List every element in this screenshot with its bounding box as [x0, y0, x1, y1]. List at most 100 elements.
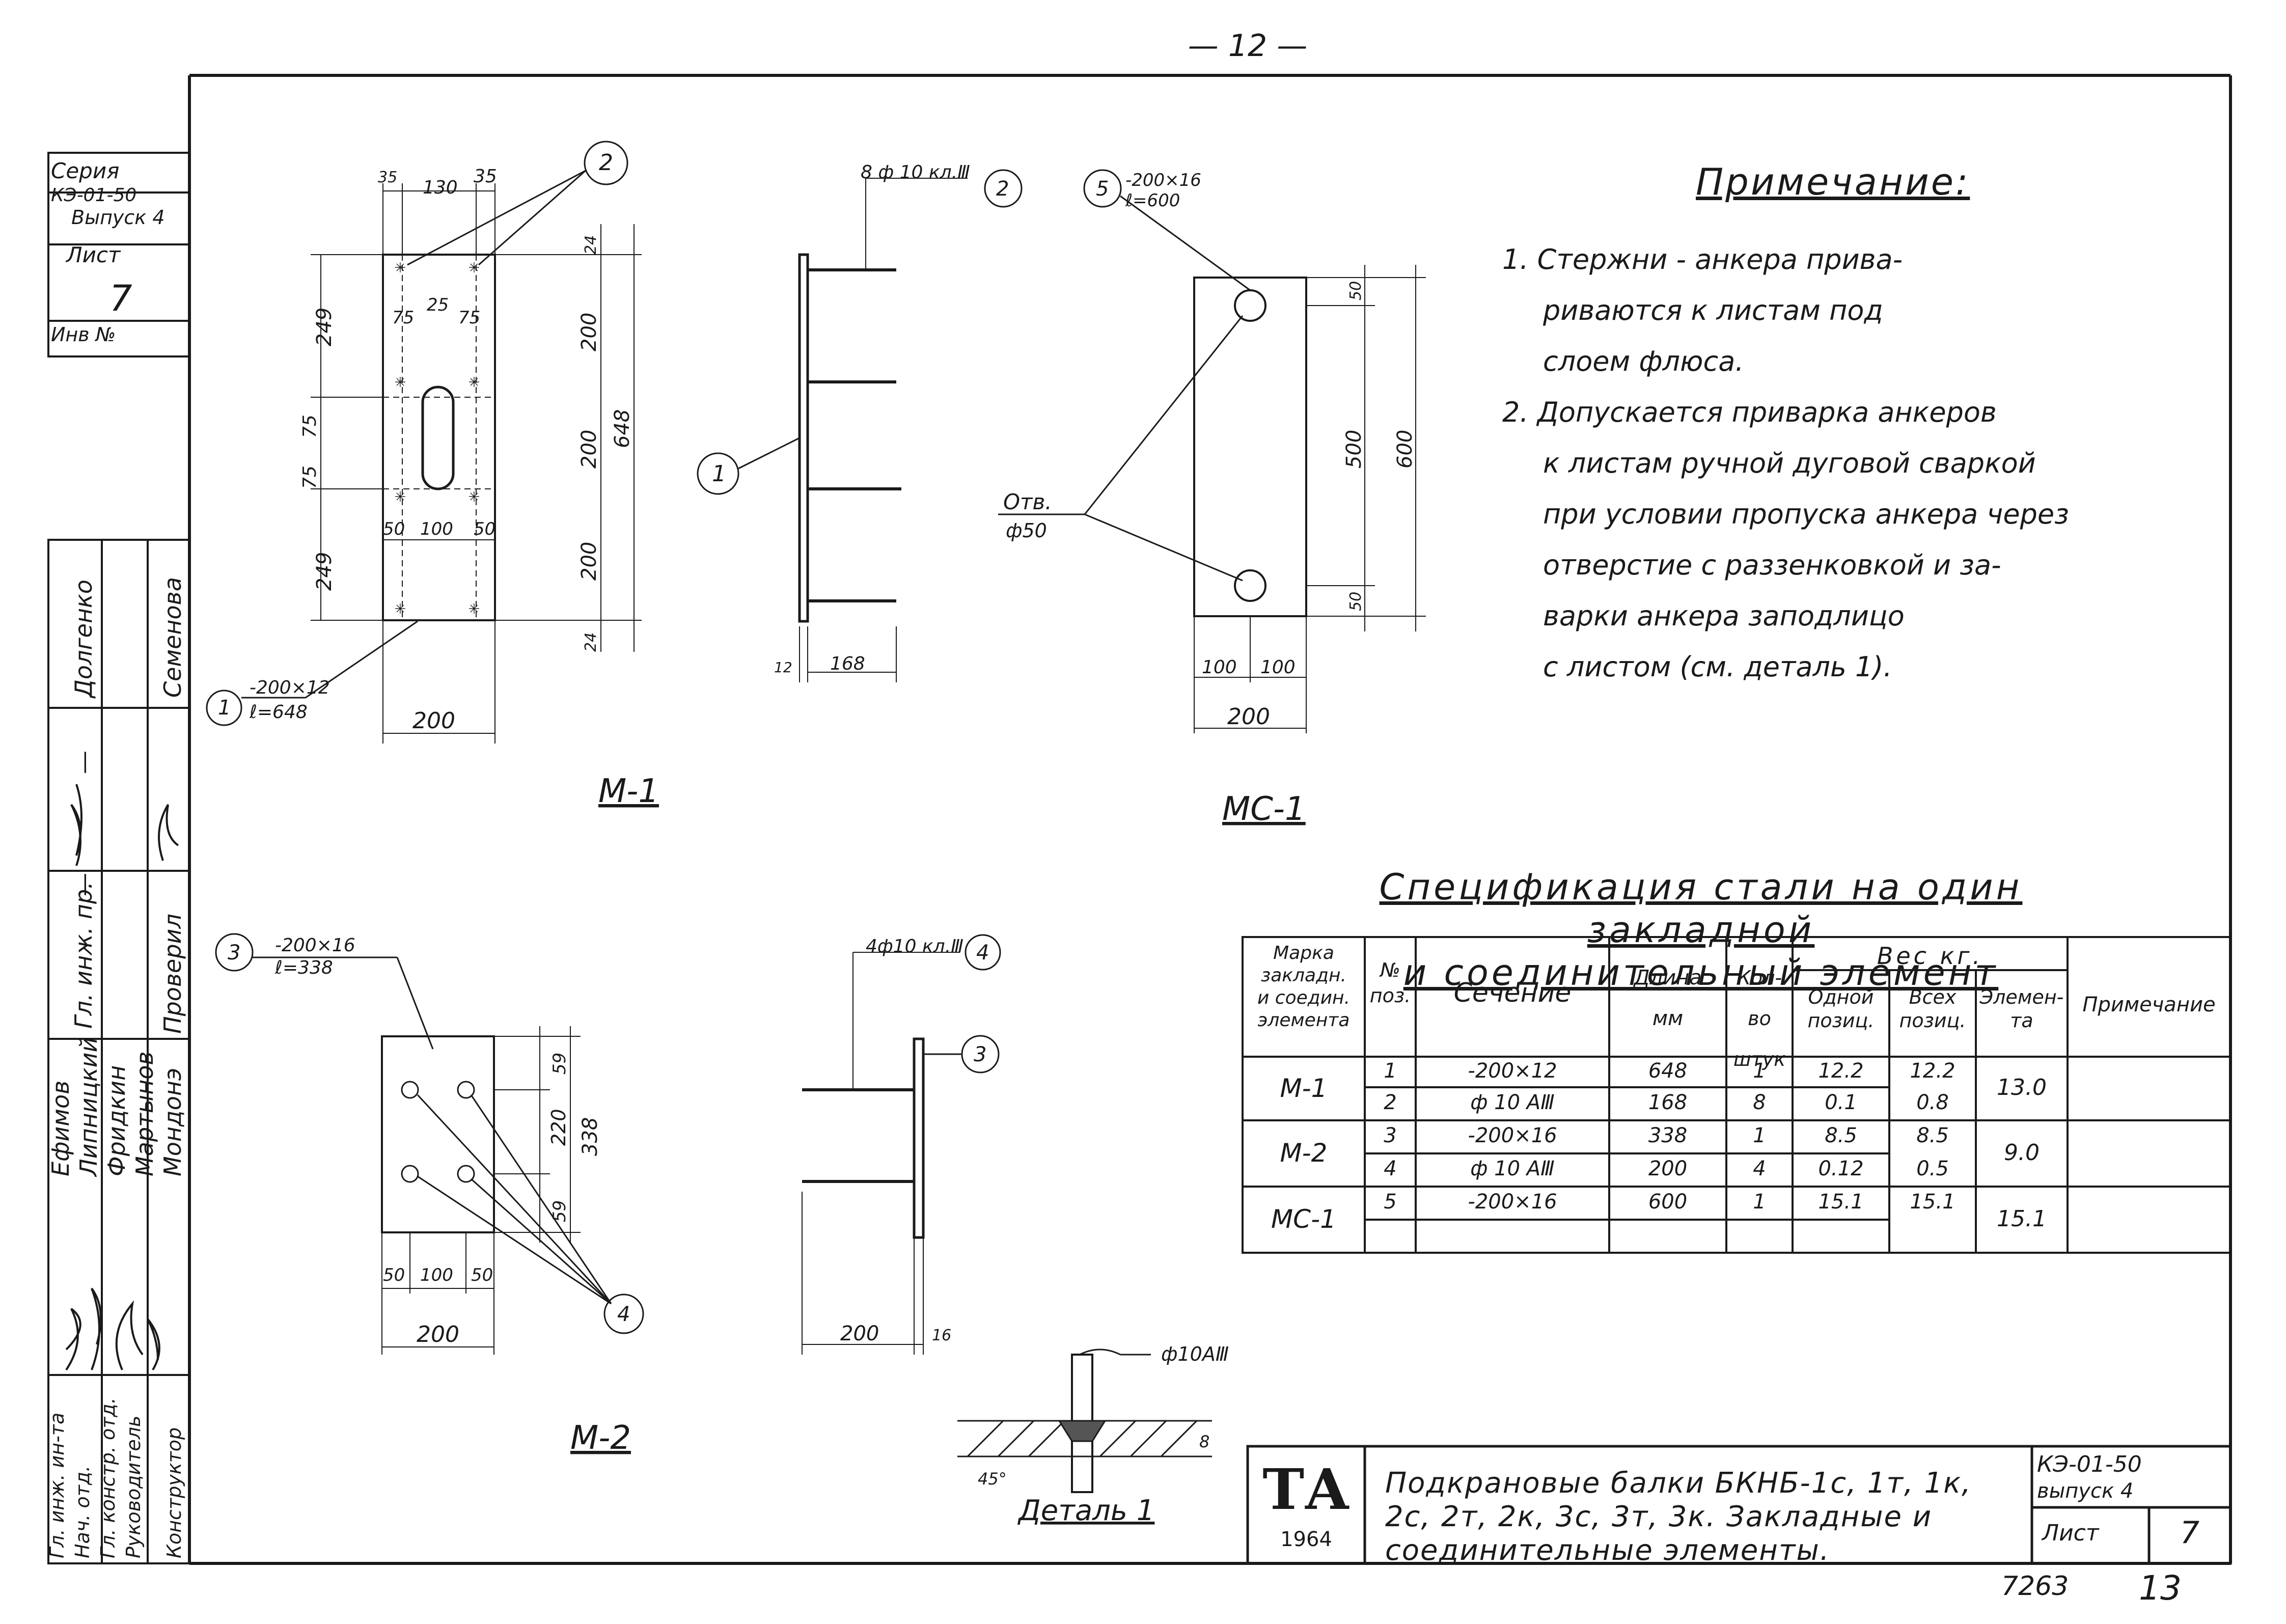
cell-length: 200 — [1648, 1157, 1688, 1180]
dim-text: 75 — [299, 465, 320, 489]
dim-text: 168 — [830, 653, 865, 674]
inventory-label: Инв № — [51, 323, 116, 346]
plate-label: -200×12 — [250, 677, 330, 698]
note-line: с листом (см. деталь 1). — [1543, 651, 1892, 683]
dim-text: 75 — [392, 308, 414, 328]
cell-count: 1 — [1753, 1059, 1766, 1083]
header-one: позиц. — [1807, 1009, 1875, 1032]
plate-length: ℓ=338 — [274, 957, 333, 978]
title-block-grid — [1246, 1445, 2232, 1565]
m2-plan-view: 3 -200×16 ℓ=338 4 59 220 59 338 50 100 5… — [215, 933, 644, 1457]
stamp-name: Долгенко — [70, 580, 97, 699]
m1-plan-view: ✳ ✳ ✳ ✳ ✳ ✳ ✳ ✳ — [206, 141, 659, 810]
hole-diameter: ф50 — [1006, 519, 1047, 542]
hole-label: Отв. — [1003, 489, 1052, 514]
anchor-mark: ✳ — [469, 485, 480, 506]
cell-count: 4 — [1753, 1157, 1766, 1180]
cell-all: 15.1 — [1910, 1190, 1956, 1214]
dim-text: 12 — [774, 659, 792, 676]
cell-one: 0.1 — [1825, 1091, 1857, 1114]
plate-length: ℓ=600 — [1125, 190, 1180, 211]
m2-plate — [381, 1035, 495, 1233]
group-mark: М-2 — [1280, 1138, 1328, 1168]
dim-text: 24 — [582, 235, 600, 255]
view-label-mc1: МС-1 — [1222, 790, 1306, 828]
cell-section: -200×16 — [1468, 1190, 1557, 1214]
issue-label: Выпуск 4 — [71, 206, 165, 229]
header-mark: и соедин. — [1257, 987, 1351, 1008]
dim-text: 249 — [313, 308, 336, 346]
dim-text: 50 — [1347, 281, 1365, 300]
pos-marker: 1 — [218, 696, 231, 720]
notes-list: 1. Стержни - анкера прива- риваются к ли… — [1502, 234, 2241, 693]
stamp-name: Липницкий — [75, 1037, 102, 1177]
side-stamp: Серия КЭ-01-50 Выпуск 4 Лист 7 Инв № Дол… — [46, 152, 190, 1564]
anchor-mark: ✳ — [469, 256, 480, 277]
stamp-role: Конструктор — [163, 1427, 185, 1558]
detail-bar-label: ф10АⅢ — [1161, 1343, 1229, 1365]
dim-text: 249 — [313, 552, 336, 591]
dim-text: 200 — [577, 313, 601, 351]
dim-text: 59 — [549, 1053, 570, 1075]
spec-title: Спецификация стали на один закладной и с… — [1293, 866, 2108, 994]
note-line: варки анкера заподлицо — [1543, 600, 1905, 632]
detail-label: Деталь 1 — [1017, 1494, 1154, 1527]
dim-text: 75 — [299, 415, 320, 438]
anchor-mark: ✳ — [469, 371, 480, 392]
cell-one: 15.1 — [1818, 1190, 1864, 1214]
mc1-plan-view: 5 -200×16 ℓ=600 Отв. ф50 50 500 50 600 1… — [998, 169, 1426, 828]
header-note: Примечание — [2082, 993, 2216, 1016]
m1-plate — [382, 254, 496, 621]
plate-length: ℓ=648 — [249, 702, 308, 723]
cell-all: 12.2 — [1910, 1059, 1956, 1083]
group-mark: М-1 — [1280, 1074, 1328, 1103]
detail-weld: 8 — [1199, 1432, 1209, 1451]
cell-one: 12.2 — [1818, 1059, 1864, 1083]
cell-pos: 3 — [1384, 1124, 1397, 1147]
note-line: риваются к листам под — [1543, 294, 1883, 326]
stamp-checker: Семенова — [159, 577, 186, 698]
header-pos: № — [1380, 959, 1400, 981]
cell-length: 338 — [1648, 1124, 1688, 1147]
note-line: 1. Стержни - анкера прива- — [1502, 243, 1903, 276]
bar-label: 8 ф 10 кл.Ⅲ — [861, 162, 970, 183]
sheet-label: Лист — [65, 242, 121, 267]
note-line: при условии пропуска анкера через — [1543, 498, 2069, 530]
header-length: Длина — [1634, 966, 1702, 989]
plate-label: -200×16 — [275, 935, 355, 956]
series-code: КЭ-01-50 — [51, 185, 136, 206]
group-element-weight: 15.1 — [1997, 1206, 2047, 1232]
dim-text: 35 — [474, 166, 497, 187]
cell-section: -200×12 — [1468, 1059, 1557, 1083]
pos-marker: 3 — [228, 941, 240, 965]
stamp-role: Руководитель — [122, 1416, 145, 1558]
hole — [1234, 569, 1266, 602]
dim-text: 59 — [549, 1200, 570, 1222]
dim-text: 50 — [471, 1265, 493, 1285]
anchor-mark: ✳ — [395, 485, 406, 506]
m1-slot — [421, 386, 455, 490]
header-all: Всех — [1909, 986, 1957, 1008]
group-element-weight: 9.0 — [2004, 1140, 2040, 1166]
cell-all: 0.8 — [1916, 1091, 1949, 1114]
pos-marker: 4 — [617, 1303, 630, 1326]
note-line: отверстие с раззенковкой и за- — [1543, 549, 2001, 581]
cell-count: 8 — [1753, 1091, 1766, 1114]
stamp-name: Мондонэ — [159, 1068, 186, 1176]
spec-title-line: Спецификация стали на один закладной — [1379, 866, 2023, 951]
dim-text: 220 — [547, 1109, 570, 1146]
title-sheet-number: 7 — [2180, 1515, 2200, 1551]
header-section: Сечение — [1453, 978, 1572, 1008]
plate-label: -200×16 — [1125, 170, 1201, 190]
title-code: КЭ-01-50 — [2037, 1451, 2142, 1477]
header-count: Кол-во — [1737, 967, 1782, 1030]
stamp-check-label: Проверил — [159, 914, 186, 1034]
stamp-name: Фридкин — [103, 1065, 130, 1176]
pos-marker: 2 — [599, 150, 613, 176]
dim-total: 648 — [611, 409, 634, 448]
m1-side-view: 8 ф 10 кл.Ⅲ 2 1 12 168 — [697, 162, 1023, 682]
title-year: 1964 — [1280, 1528, 1332, 1551]
stamp-name: — — [70, 751, 97, 774]
title-text: Подкрановые балки БКНБ-1с, 1т, 1к, 2с, 2… — [1385, 1467, 1972, 1567]
